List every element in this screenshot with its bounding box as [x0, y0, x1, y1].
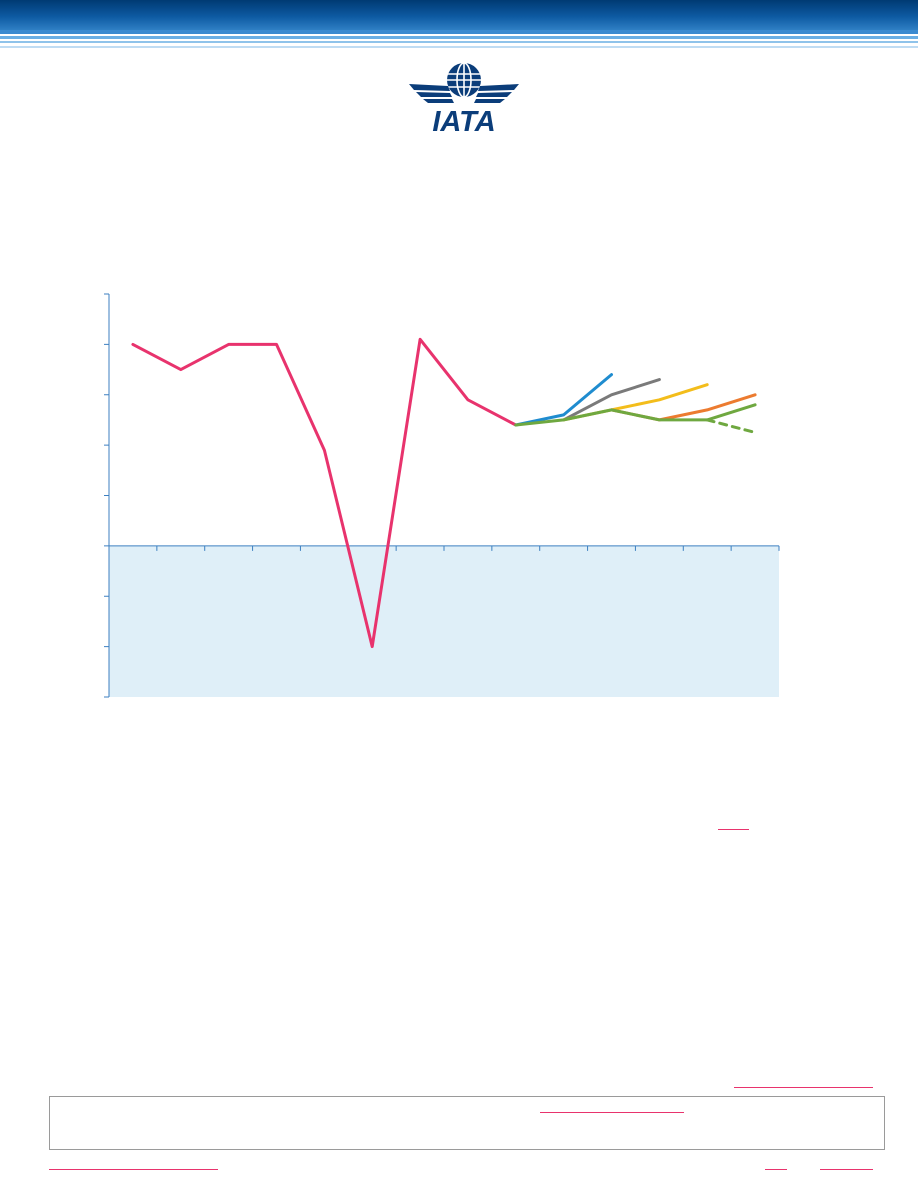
series-line-6 [514, 403, 757, 427]
series-line-1 [131, 337, 518, 649]
line-chart [104, 293, 780, 698]
negative-region [109, 545, 779, 697]
footer-link-underline[interactable] [49, 1169, 218, 1170]
series-line-7 [705, 418, 757, 434]
series-line-3 [562, 378, 661, 422]
footer-link-underline[interactable] [765, 1169, 787, 1170]
globe-wings-icon [409, 62, 519, 103]
text-link-underline[interactable] [540, 1112, 684, 1113]
header-band [0, 0, 918, 48]
text-link-underline[interactable] [734, 1087, 873, 1088]
logo-text: IATA [432, 106, 495, 136]
notice-box [49, 1096, 885, 1150]
iata-logo: IATA [409, 62, 519, 136]
series-line-5 [610, 393, 757, 422]
text-link-underline[interactable] [718, 829, 749, 830]
footer-link-underline[interactable] [820, 1169, 873, 1170]
series-line-2 [514, 373, 613, 427]
